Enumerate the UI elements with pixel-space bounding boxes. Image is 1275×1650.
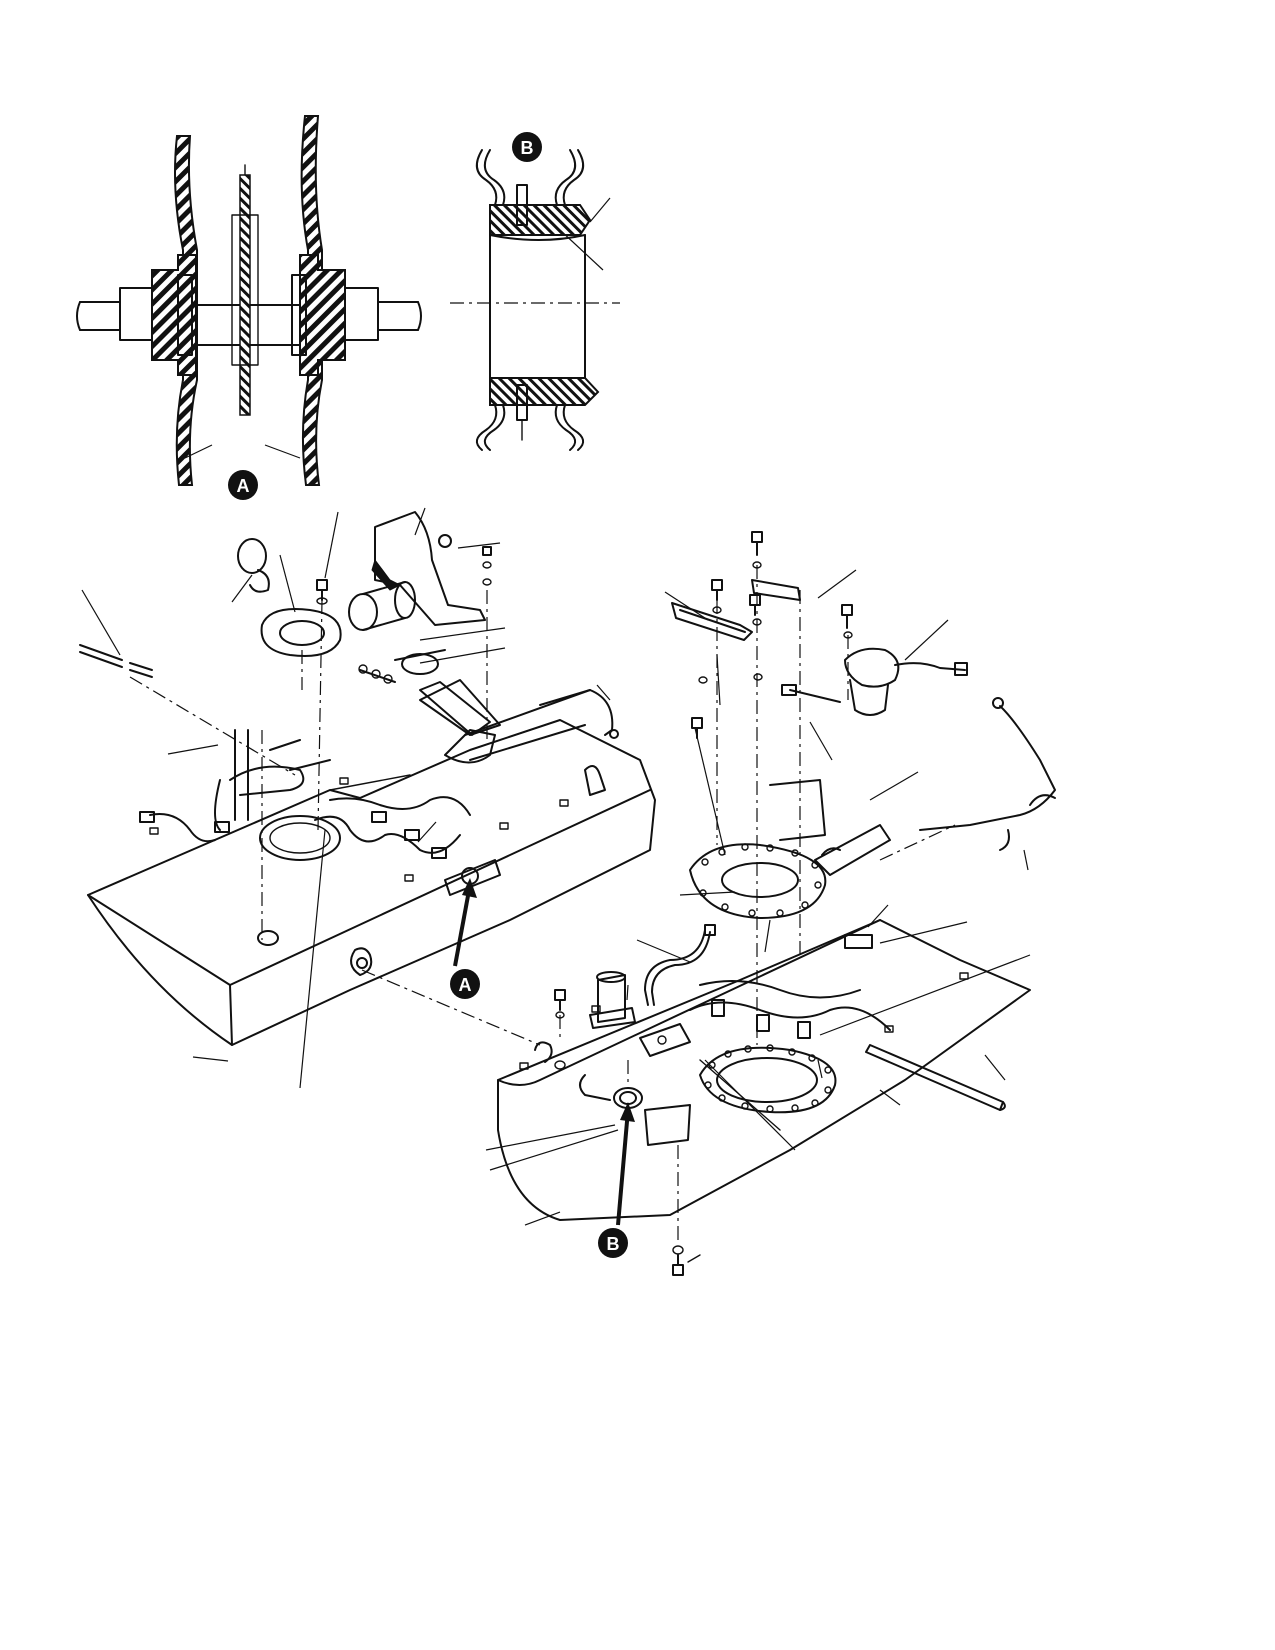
callout-b-top: B: [512, 132, 542, 162]
detail-b-section-view: [450, 149, 620, 451]
access-ring-bolt-holes: [704, 1044, 832, 1113]
detail-a-right-grommet: [299, 254, 346, 376]
left-tank-body: [87, 719, 656, 1046]
callout-a-tank: A: [450, 969, 480, 999]
callout-a-top-label: A: [237, 476, 250, 496]
left-tank-access-opening: [259, 815, 341, 861]
left-tank-gasket: [260, 608, 342, 657]
detail-a-left-grommet: [151, 254, 197, 376]
right-tank-fuel-pump: [597, 974, 626, 1023]
callout-a-tank-label: A: [459, 975, 472, 995]
callout-b-tank-label: B: [607, 1234, 620, 1254]
left-tank-filler-elbow: [374, 511, 486, 626]
right-tank-cover-ring: [689, 843, 827, 919]
detail-b-top-ring: [489, 204, 592, 236]
detail-a-bulkhead: [239, 174, 251, 416]
detail-b-bottom-ring: [489, 377, 600, 406]
detail-a-section-view: [76, 115, 422, 486]
right-tank-body: [497, 919, 1031, 1221]
right-fuel-tank-assembly: [497, 919, 1031, 1221]
right-tank-exploded-parts: [485, 531, 1056, 1276]
left-fuel-tank-assembly: [87, 679, 656, 1046]
callout-a-top: A: [228, 470, 258, 500]
right-tank-level-sensor: [844, 647, 900, 688]
callout-b-tank: B: [598, 1228, 628, 1258]
callout-b-top-label: B: [521, 138, 534, 158]
left-tank-exploded-parts: [79, 507, 611, 1089]
right-tank-fill-tube: [865, 1044, 1004, 1111]
